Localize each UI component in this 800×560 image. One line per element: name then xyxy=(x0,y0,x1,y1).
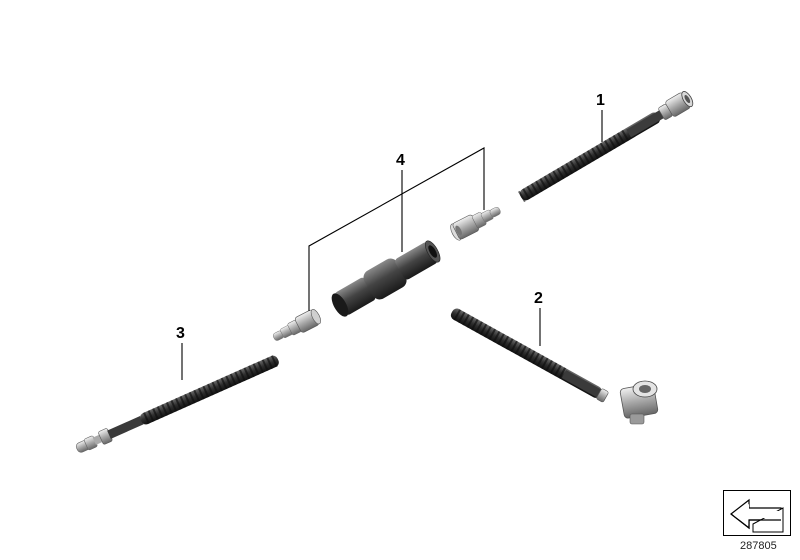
corner-arrow-icon xyxy=(723,490,791,536)
hose-nipple-left xyxy=(272,309,321,341)
callout-3: 3 xyxy=(176,325,185,342)
callout-2: 2 xyxy=(534,290,543,307)
rubber-coupling-sleeve xyxy=(331,240,441,317)
hose-part-3 xyxy=(75,354,279,453)
leader-bracket-4 xyxy=(308,147,485,311)
connector-set-part-4 xyxy=(272,206,501,341)
hose-part-2 xyxy=(450,308,659,425)
hose-part-1 xyxy=(517,91,694,203)
callout-4: 4 xyxy=(396,152,405,169)
reference-number: 287805 xyxy=(740,540,777,552)
hose-nipple-right xyxy=(450,206,501,241)
callout-1: 1 xyxy=(596,92,605,109)
leader-lines xyxy=(181,110,603,380)
